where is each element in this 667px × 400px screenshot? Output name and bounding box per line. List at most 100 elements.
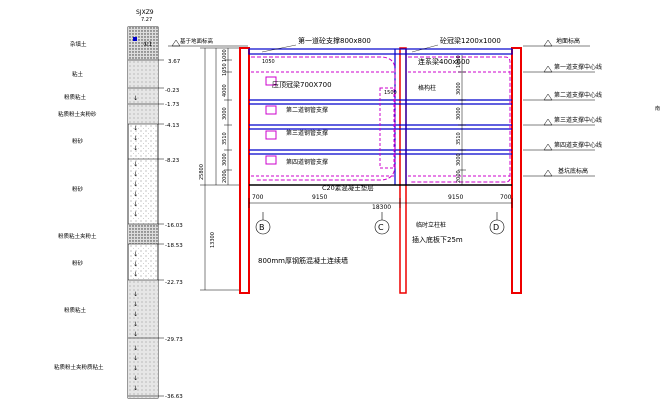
borehole-top-elev: 7.27 xyxy=(141,17,152,23)
dim-left-4: 3000 xyxy=(222,107,228,120)
label-strut3: 第三道钢管支撑 xyxy=(286,129,328,137)
layer-fill-3 xyxy=(128,88,158,104)
svg-text:↓: ↓ xyxy=(133,271,138,278)
dim-b1: 9150 xyxy=(312,194,327,201)
layer-elev-10: -36.63 xyxy=(165,394,183,400)
borehole-marker-label: ①1 xyxy=(143,41,152,48)
svg-text:↓: ↓ xyxy=(133,211,138,218)
svg-text:↓: ↓ xyxy=(133,261,138,268)
label-cushion: C20素混凝土垫层 xyxy=(322,183,374,192)
layer-elev-7: -18.53 xyxy=(165,243,183,249)
label-column: 格构柱 xyxy=(418,84,436,92)
horizontal-dims xyxy=(248,198,513,208)
dim-b2: 9150 xyxy=(448,194,463,201)
layer-fill-5 xyxy=(128,124,158,159)
dim-depth: 25800 xyxy=(199,164,205,180)
right-label-s3: 第三道支撑中心线 xyxy=(554,116,602,124)
dim-left-6: 3000 xyxy=(222,153,228,166)
svg-text:↓: ↓ xyxy=(133,125,138,132)
layer-name-2: 粘土 xyxy=(72,70,84,78)
layer-names: 杂填土 粘土 粉质粘土 粘质粉土夹粉砂 粉砂 粉砂 粉质粘土夹粉土 粉砂 粉质粘… xyxy=(54,40,104,371)
axis-c-bubble xyxy=(374,219,390,235)
layer-fill-4 xyxy=(128,104,158,124)
dim-left-7: 2000 xyxy=(222,170,228,183)
dim-right-3: 3000 xyxy=(456,107,462,120)
svg-text:↓: ↓ xyxy=(133,385,138,392)
svg-text:↓: ↓ xyxy=(133,191,138,198)
label-crown-beam: 砼冠梁1200x1000 xyxy=(440,36,501,45)
layer-name-9: 粉质粘土 xyxy=(64,306,87,314)
svg-text:↓: ↓ xyxy=(133,345,138,352)
label-wall: 800mm厚钢筋混凝土连续墙 xyxy=(258,256,348,265)
svg-text:↓: ↓ xyxy=(133,251,138,258)
dim-right-6: 2000 xyxy=(456,170,462,183)
right-label-ground: 地面标高 xyxy=(556,37,580,45)
layer-elevations: 3.67 -0.23 -1.73 -4.13 -8.23 -16.03 -18.… xyxy=(165,59,183,400)
layer-name-6: 粉砂 xyxy=(72,185,84,193)
left-dim-chain xyxy=(200,47,240,291)
dim-ab: 700 xyxy=(252,194,264,201)
svg-text:↓: ↓ xyxy=(133,375,138,382)
right-level-markers xyxy=(523,39,595,177)
dim-left-2: 1050 xyxy=(222,63,228,76)
layer-name-5: 粉砂 xyxy=(72,137,84,145)
dim-lower: 13300 xyxy=(210,232,216,248)
right-label-s1: 第一道支撑中心线 xyxy=(554,63,602,71)
dim-total: 18300 xyxy=(372,204,391,211)
label-press-beam: 压顶冠梁700X700 xyxy=(272,80,332,89)
layer-fill-10 xyxy=(128,338,158,398)
svg-text:↓: ↓ xyxy=(133,201,138,208)
layer-elev-2: -0.23 xyxy=(165,88,180,94)
svg-text:↓: ↓ xyxy=(133,95,138,102)
dim-left-5: 3510 xyxy=(222,132,228,145)
svg-text:↓: ↓ xyxy=(133,181,138,188)
svg-text:↓: ↓ xyxy=(133,171,138,178)
svg-text:↓: ↓ xyxy=(133,321,138,328)
layer-elev-1: 3.67 xyxy=(168,59,181,65)
layer-fill-2 xyxy=(128,60,158,88)
label-pile-depth: 插入底板下25m xyxy=(412,235,463,244)
borehole-marker xyxy=(133,37,137,41)
layer-fill-9 xyxy=(128,280,158,338)
layer-name-8: 粉砂 xyxy=(72,259,84,267)
label-strut1: 第一道砼支撑800x800 xyxy=(298,36,371,45)
axis-c-label: C xyxy=(378,223,384,232)
dim-cd: 700 xyxy=(500,194,512,201)
right-dim-chain xyxy=(458,55,466,185)
dim-right-2: 3000 xyxy=(456,82,462,95)
dim-right-5: 3000 xyxy=(456,153,462,166)
layer-fill-1 xyxy=(128,27,158,60)
svg-text:↓: ↓ xyxy=(133,301,138,308)
svg-text:↓: ↓ xyxy=(133,145,138,152)
svg-text:↓: ↓ xyxy=(133,311,138,318)
ground-mark-left: 基于地面标高 xyxy=(168,37,248,47)
label-waist-beam: 连系梁400x600 xyxy=(418,57,470,66)
beam-labels: 第一道砼支撑800x800 砼冠梁1200x1000 压顶冠梁700X700 连… xyxy=(261,36,501,192)
dim-1500: 1500 xyxy=(384,90,397,96)
axis-d-label: D xyxy=(493,223,499,232)
pile-center xyxy=(399,47,407,294)
borehole-log: SJXZ9 7.27 ↓ ↓ ↓ ↓ ↓ ↓ ↓ ↓ ↓ ↓ xyxy=(54,9,183,400)
svg-text:↓: ↓ xyxy=(133,161,138,168)
layer-name-3: 粉质粘土 xyxy=(64,93,87,101)
dim-right-4: 3510 xyxy=(456,132,462,145)
svg-text:↓: ↓ xyxy=(133,291,138,298)
label-pile: 临时立柱桩 xyxy=(416,221,446,229)
axis-bubbles xyxy=(255,212,505,235)
layer-elev-8: -22.73 xyxy=(165,280,183,286)
layer-name-4: 粘质粉土夹粉砂 xyxy=(58,110,97,118)
right-label-s4: 第四道支撑中心线 xyxy=(554,141,602,149)
magenta-beams xyxy=(251,56,511,183)
layer-elev-6: -16.03 xyxy=(165,223,183,229)
layer-fill-8 xyxy=(128,244,158,280)
layer-elev-9: -29.73 xyxy=(165,337,183,343)
right-dims: 1000 3000 3000 3510 3000 2000 1500 1050 xyxy=(262,55,462,183)
borehole-id: SJXZ9 xyxy=(136,9,154,16)
right-label-s2: 第二道支撑中心线 xyxy=(554,91,602,99)
left-dims: 25800 13300 1000 1050 4000 3000 3510 300… xyxy=(199,49,228,248)
wall-right xyxy=(511,47,522,294)
ground-mark-label: 基于地面标高 xyxy=(180,37,214,45)
axis-b-label: B xyxy=(259,223,265,232)
dim-left-1: 1000 xyxy=(222,49,228,62)
